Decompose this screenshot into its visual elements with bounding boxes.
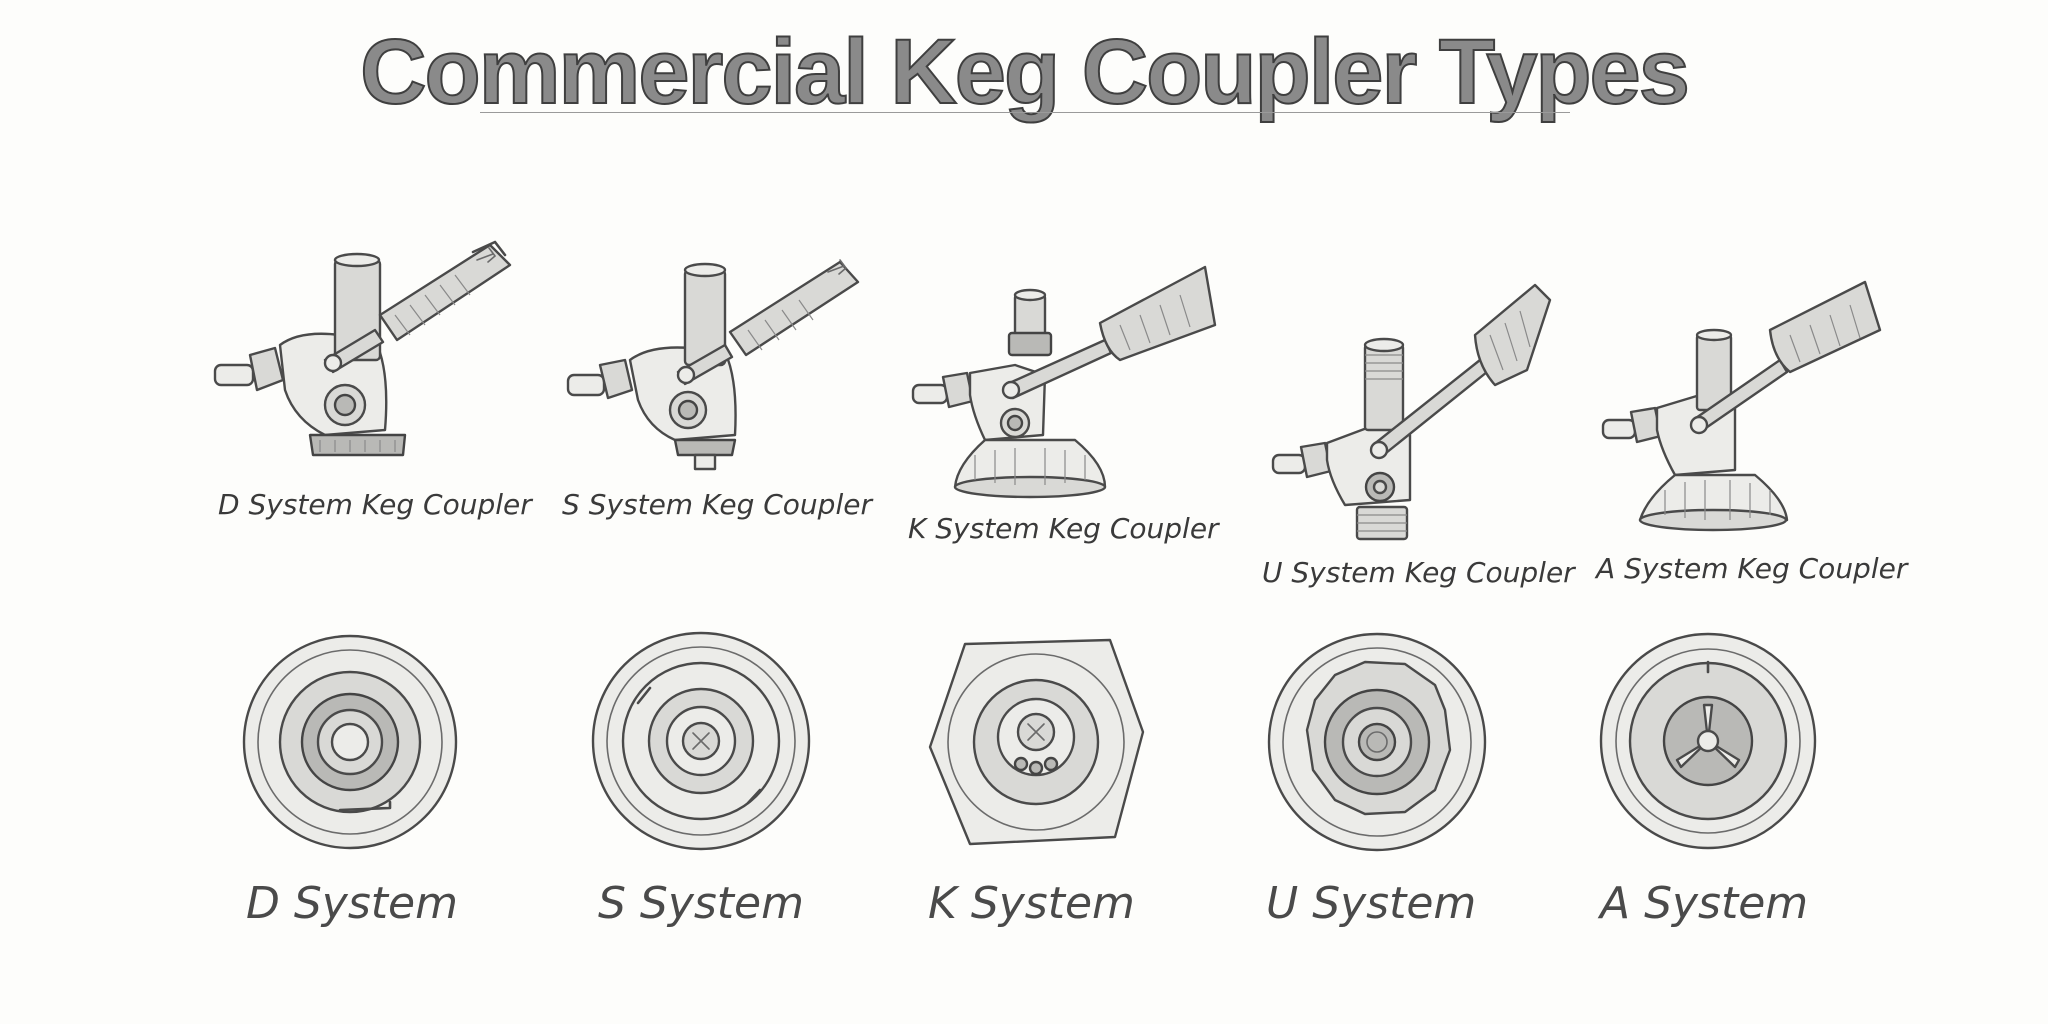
s-system-coupler-label: S System Keg Coupler — [562, 488, 872, 521]
page-title: Commercial Keg Coupler Types — [359, 20, 1691, 123]
d-system-face-label: D System — [246, 878, 458, 929]
u-system-face-label: U System — [1266, 878, 1477, 929]
title-underline — [480, 112, 1570, 113]
u-system-coupler-label: U System Keg Coupler — [1262, 556, 1575, 589]
d-system-coupler-label: D System Keg Coupler — [218, 488, 532, 521]
u-system-valve-face-drawing — [1265, 630, 1489, 854]
a-system-face-label: A System — [1600, 878, 1809, 929]
u-system-coupler-drawing — [1265, 275, 1585, 545]
a-system-valve-face-drawing — [1597, 630, 1819, 852]
k-system-valve-face-drawing — [925, 632, 1147, 850]
d-system-coupler-drawing — [205, 230, 525, 480]
k-system-face-label: K System — [928, 878, 1135, 929]
a-system-coupler-drawing — [1595, 270, 1895, 540]
k-system-coupler-drawing — [905, 255, 1225, 505]
d-system-valve-face-drawing — [240, 632, 460, 852]
k-system-coupler-label: K System Keg Coupler — [908, 512, 1219, 545]
a-system-coupler-label: A System Keg Coupler — [1596, 552, 1908, 585]
s-system-coupler-drawing — [560, 240, 880, 480]
s-system-valve-face-drawing — [588, 628, 814, 854]
s-system-face-label: S System — [598, 878, 804, 929]
